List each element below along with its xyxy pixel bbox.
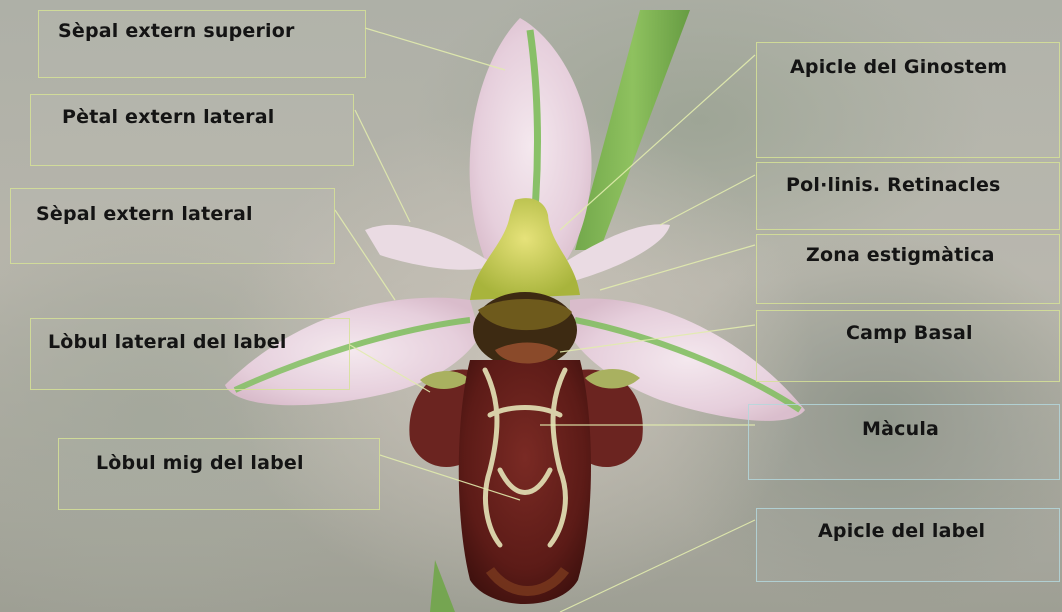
label-box-petal-lateral	[30, 94, 354, 166]
stem-shape	[430, 560, 455, 612]
leader-line-apicle-label	[560, 520, 755, 612]
label-box-camp-basal	[756, 310, 1060, 382]
label-box-macula	[748, 404, 1060, 480]
label-box-pollinis	[756, 162, 1060, 230]
label-lobul-mig-del-label: Lòbul mig del label	[96, 452, 304, 474]
label-box-lobul-mig	[58, 438, 380, 510]
label-pollinis-retinacles: Pol·linis. Retinacles	[786, 174, 1001, 196]
leader-line-petal-lateral	[355, 110, 410, 222]
label-sepal-extern-lateral: Sèpal extern lateral	[36, 203, 253, 225]
petal-left-shape	[365, 225, 495, 270]
label-lobul-lateral-del-label: Lòbul lateral del label	[48, 331, 287, 353]
label-camp-basal: Camp Basal	[846, 322, 973, 344]
label-zona-estigmatica: Zona estigmàtica	[806, 244, 995, 266]
lobe-mig-shape	[459, 360, 591, 604]
label-box-sepal-lateral	[10, 188, 335, 264]
leaf-shape	[575, 10, 690, 250]
label-box-lobul-lateral	[30, 318, 350, 390]
leader-line-pollinis	[660, 175, 755, 225]
leader-line-sepal-superior	[365, 28, 505, 70]
label-apicle-del-ginostem: Apicle del Ginostem	[790, 56, 1007, 78]
label-petal-extern-lateral: Pètal extern lateral	[62, 106, 274, 128]
label-macula: Màcula	[862, 418, 939, 440]
label-apicle-del-label: Apicle del label	[818, 520, 985, 542]
label-sepal-extern-superior: Sèpal extern superior	[58, 20, 295, 42]
